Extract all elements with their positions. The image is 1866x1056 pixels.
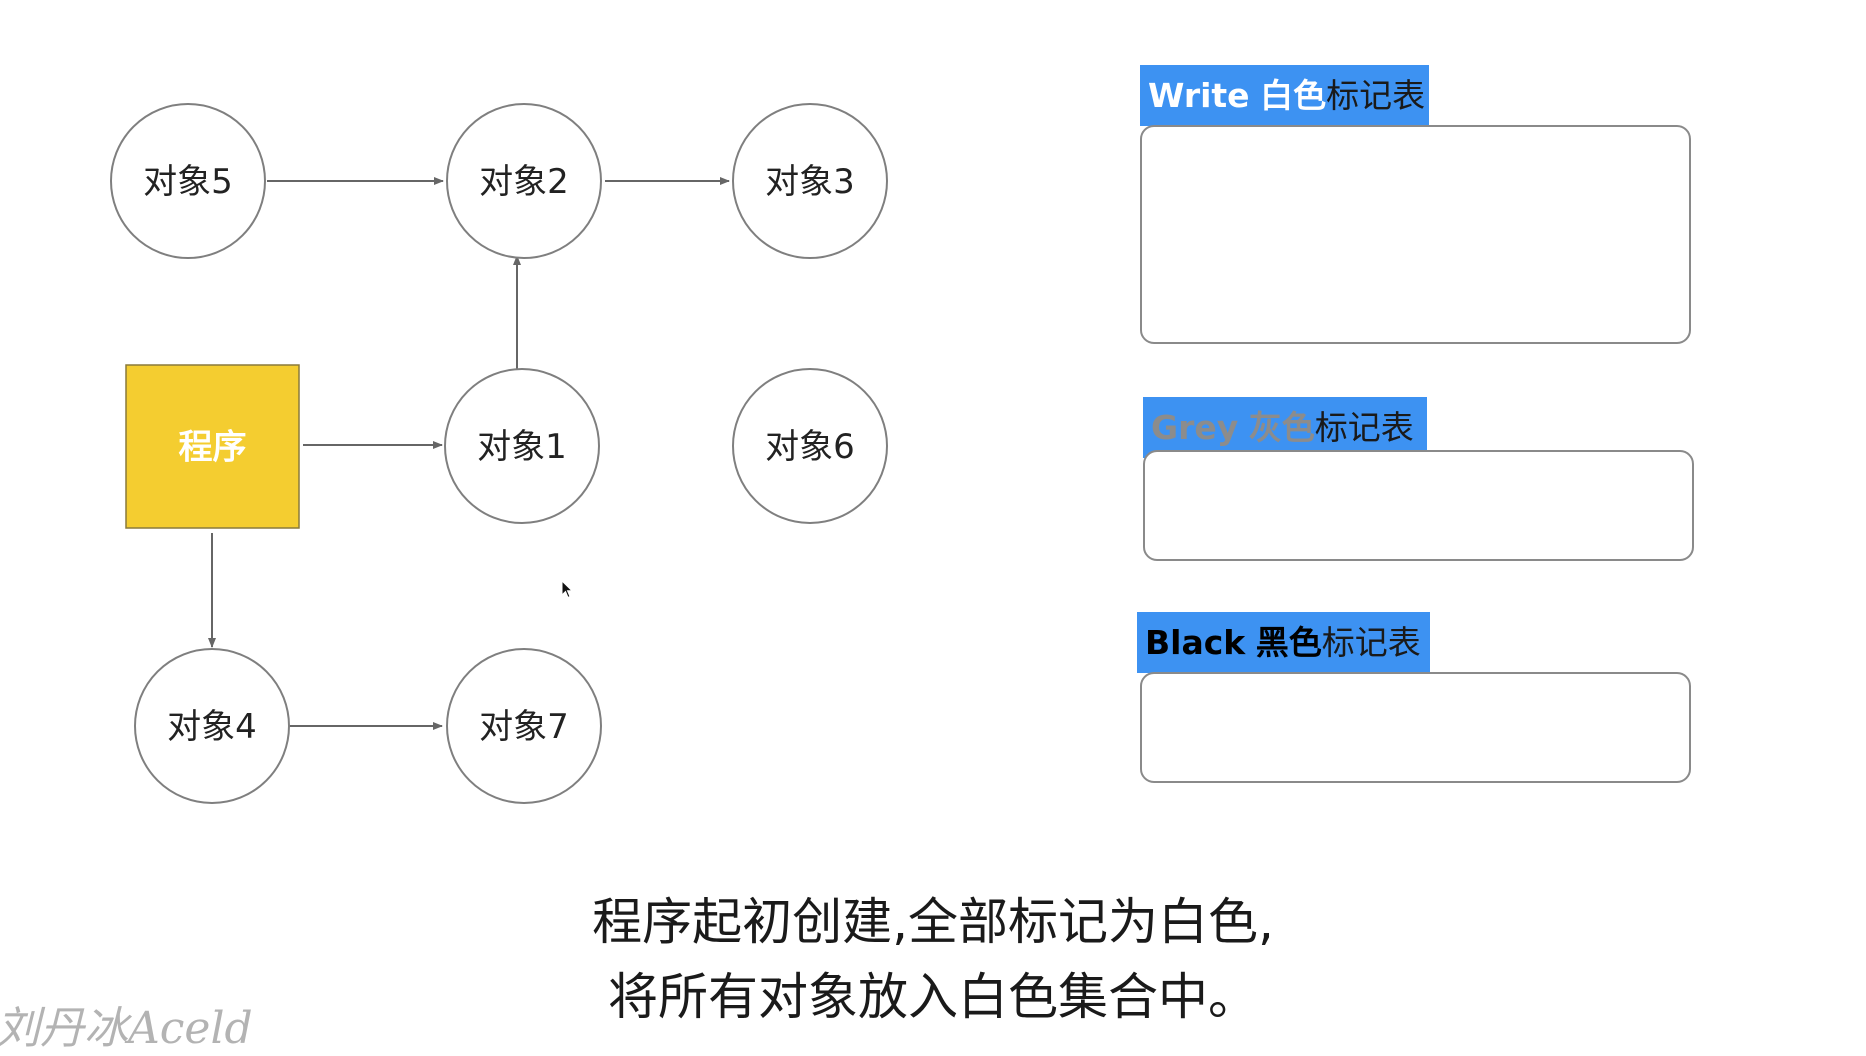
node-obj3: 对象3	[732, 103, 888, 259]
black-table-tab: Black 黑色标记表	[1137, 612, 1430, 673]
grey-table-title-cn: 灰色	[1248, 408, 1315, 447]
node-obj2: 对象2	[446, 103, 602, 259]
caption-line-1: 程序起初创建,全部标记为白色,	[592, 893, 1274, 951]
node-obj7: 对象7	[446, 648, 602, 804]
watermark: 刘丹冰Aceld	[0, 1003, 253, 1054]
program-label: 程序	[179, 428, 247, 468]
node-circle-obj5	[110, 103, 266, 259]
node-circle-obj3	[732, 103, 888, 259]
node-circle-obj4	[134, 648, 290, 804]
grey-marker-table	[1143, 450, 1694, 561]
program-box	[125, 364, 300, 529]
grey-table-title-suffix: 标记表	[1314, 408, 1414, 447]
black-table-title-en: Black	[1145, 623, 1246, 662]
white-marker-table	[1140, 125, 1691, 344]
program-node: 程序	[125, 364, 300, 529]
grey-table-title-en: Grey	[1151, 408, 1239, 447]
white-table-title-en: Write	[1148, 76, 1250, 115]
node-label-obj4: 对象4	[167, 707, 257, 747]
node-label-obj6: 对象6	[765, 427, 855, 467]
node-obj6: 对象6	[732, 368, 888, 524]
node-obj4: 对象4	[134, 648, 290, 804]
nodes: 对象5 对象2 对象3 对象1 对象6 对象4 对象7 程序	[110, 103, 888, 804]
black-table-title-suffix: 标记表	[1321, 623, 1421, 662]
node-label-obj3: 对象3	[765, 162, 855, 202]
node-label-obj1: 对象1	[477, 427, 567, 467]
node-obj1: 对象1	[444, 368, 600, 524]
edges	[208, 177, 730, 730]
mouse-cursor-icon	[561, 580, 574, 599]
node-circle-obj7	[446, 648, 602, 804]
black-table-title-cn: 黑色	[1255, 623, 1322, 662]
white-table-title-cn: 白色	[1260, 76, 1327, 115]
black-marker-table	[1140, 672, 1691, 783]
node-obj5: 对象5	[110, 103, 266, 259]
white-table-tab: Write 白色标记表	[1140, 65, 1429, 126]
node-circle-obj2	[446, 103, 602, 259]
white-table-title-suffix: 标记表	[1326, 76, 1426, 115]
object-graph-diagram: 对象5 对象2 对象3 对象1 对象6 对象4 对象7 程序	[110, 103, 888, 804]
caption: 程序起初创建,全部标记为白色, 将所有对象放入白色集合中。	[0, 885, 1866, 1035]
node-label-obj5: 对象5	[143, 162, 233, 202]
caption-line-2: 将所有对象放入白色集合中。	[608, 968, 1258, 1026]
node-label-obj2: 对象2	[479, 162, 569, 202]
node-label-obj7: 对象7	[479, 707, 569, 747]
node-circle-obj1	[444, 368, 600, 524]
grey-table-tab: Grey 灰色标记表	[1143, 397, 1427, 458]
node-circle-obj6	[732, 368, 888, 524]
